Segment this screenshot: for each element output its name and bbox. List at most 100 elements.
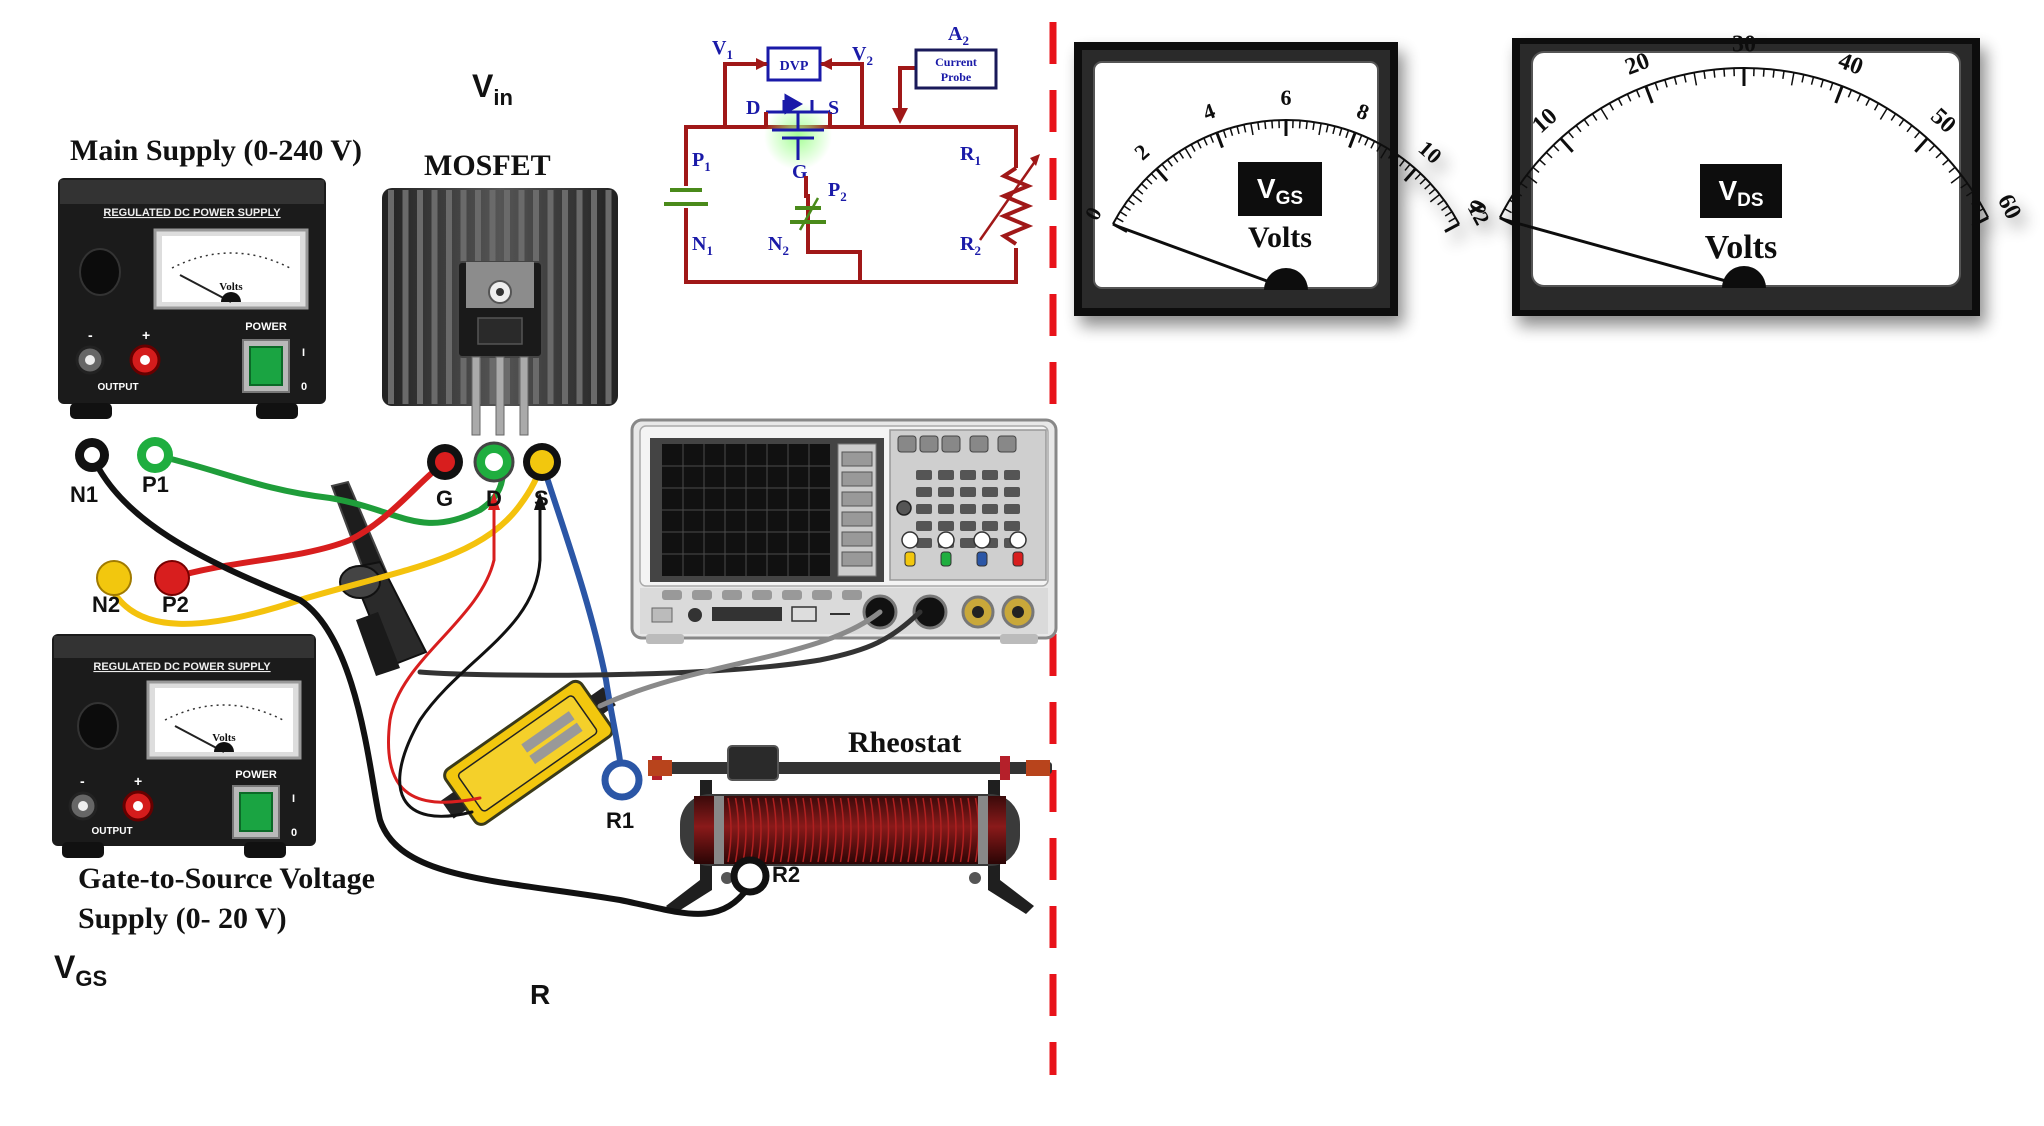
meter-tick	[1965, 190, 1974, 197]
heatsink-fin	[547, 190, 554, 404]
rheostat-slider[interactable]	[727, 745, 779, 781]
main-supply-meter: Volts	[153, 228, 309, 310]
meter-tick	[1424, 183, 1432, 190]
wire-source-to-r1	[539, 459, 625, 783]
scope-channel-button[interactable]	[940, 551, 952, 567]
scope-key[interactable]	[897, 435, 917, 453]
scope-channel-knob[interactable]	[973, 531, 991, 549]
gs-supply-knob[interactable]	[77, 702, 119, 750]
scope-key[interactable]	[982, 470, 998, 480]
meter-tick	[1971, 216, 1989, 228]
heatsink-fin	[402, 190, 409, 404]
meter-vgs-badge	[1238, 162, 1322, 216]
terminal-p2[interactable]	[154, 560, 190, 596]
meter-tick-label: 6	[1281, 85, 1292, 110]
oscilloscope-side-keys	[841, 451, 873, 567]
svg-text:0: 0	[291, 827, 297, 839]
scope-side-key[interactable]	[841, 451, 873, 467]
scope-key[interactable]	[916, 470, 932, 480]
scope-key[interactable]	[938, 487, 954, 497]
scope-key[interactable]	[960, 504, 976, 514]
schematic-gate-battery	[790, 197, 826, 231]
scope-softkey[interactable]	[752, 590, 772, 600]
terminal-n1[interactable]	[75, 438, 109, 472]
oscilloscope-channel-buttons[interactable]	[901, 531, 1027, 567]
scope-channel-button[interactable]	[1012, 551, 1024, 567]
meter-tick	[1380, 147, 1388, 159]
scope-key[interactable]	[1004, 504, 1020, 514]
scope-side-key[interactable]	[841, 531, 873, 547]
terminal-source[interactable]	[523, 443, 561, 481]
wire-p1-to-drain	[152, 452, 508, 526]
scope-key[interactable]	[960, 538, 976, 548]
meter-tick	[1906, 125, 1913, 133]
meter-tick	[1312, 121, 1315, 131]
scope-key[interactable]	[1004, 521, 1020, 531]
scope-key[interactable]	[938, 470, 954, 480]
terminal-r2[interactable]	[730, 856, 770, 896]
oscilloscope-knob[interactable]	[896, 500, 912, 516]
scope-key[interactable]	[916, 521, 932, 531]
meter-tick	[1161, 163, 1168, 171]
scope-key[interactable]	[916, 504, 932, 514]
scope-key[interactable]	[919, 435, 939, 453]
gs-supply-brand: REGULATED DC POWER SUPPLY	[93, 661, 271, 673]
meter-tick	[1865, 98, 1871, 106]
oscilloscope-keypad[interactable]	[897, 435, 1020, 548]
meter-tick	[1856, 93, 1862, 102]
meter-tick	[1345, 129, 1350, 139]
terminal-p1[interactable]	[137, 437, 173, 473]
scope-key[interactable]	[1004, 470, 1020, 480]
scope-channel-button[interactable]	[976, 551, 988, 567]
scope-side-key[interactable]	[841, 471, 873, 487]
scope-key[interactable]	[916, 538, 932, 548]
oscilloscope-input-ch2[interactable]	[912, 594, 948, 630]
scope-key[interactable]	[960, 470, 976, 480]
heatsink-fin	[431, 190, 438, 404]
scope-key[interactable]	[960, 521, 976, 531]
scope-key[interactable]	[916, 487, 932, 497]
meter-tick	[1879, 107, 1888, 120]
oscilloscope-softkeys[interactable]	[662, 590, 862, 600]
main-supply-brand: REGULATED DC POWER SUPPLY	[103, 207, 281, 219]
scope-channel-knob[interactable]	[1009, 531, 1027, 549]
main-supply-knob[interactable]	[79, 248, 121, 296]
meter-vds-pivot	[1722, 266, 1766, 288]
scope-key[interactable]	[997, 435, 1017, 453]
terminal-n2[interactable]	[96, 560, 132, 596]
meter-tick	[1713, 69, 1716, 78]
scope-key[interactable]	[982, 504, 998, 514]
terminal-r1[interactable]	[601, 759, 643, 801]
svg-text:-: -	[88, 327, 93, 343]
vin-label: Vin	[472, 68, 513, 110]
scope-side-key[interactable]	[841, 491, 873, 507]
scope-channel-knob[interactable]	[937, 531, 955, 549]
svg-text:D: D	[746, 97, 760, 119]
scope-key[interactable]	[982, 521, 998, 531]
scope-softkey[interactable]	[812, 590, 832, 600]
scope-key[interactable]	[969, 435, 989, 453]
meter-tick	[1567, 131, 1574, 139]
scope-softkey[interactable]	[782, 590, 802, 600]
scope-softkey[interactable]	[692, 590, 712, 600]
scope-key[interactable]	[941, 435, 961, 453]
scope-softkey[interactable]	[842, 590, 862, 600]
scope-key[interactable]	[960, 487, 976, 497]
scope-key[interactable]	[982, 487, 998, 497]
terminal-drain[interactable]	[473, 441, 515, 483]
scope-key[interactable]	[1004, 487, 1020, 497]
meter-tick	[1222, 129, 1227, 139]
terminal-gate[interactable]	[427, 444, 463, 480]
meter-tick	[1190, 144, 1196, 152]
scope-key[interactable]	[938, 504, 954, 514]
meter-tick	[1703, 70, 1706, 79]
scope-channel-knob[interactable]	[901, 531, 919, 549]
coil-turn	[779, 797, 785, 863]
scope-side-key[interactable]	[841, 551, 873, 567]
meter-vgs-needle	[1115, 224, 1287, 290]
scope-channel-button[interactable]	[904, 551, 916, 567]
scope-softkey[interactable]	[722, 590, 742, 600]
scope-key[interactable]	[938, 521, 954, 531]
scope-softkey[interactable]	[662, 590, 682, 600]
scope-side-key[interactable]	[841, 511, 873, 527]
